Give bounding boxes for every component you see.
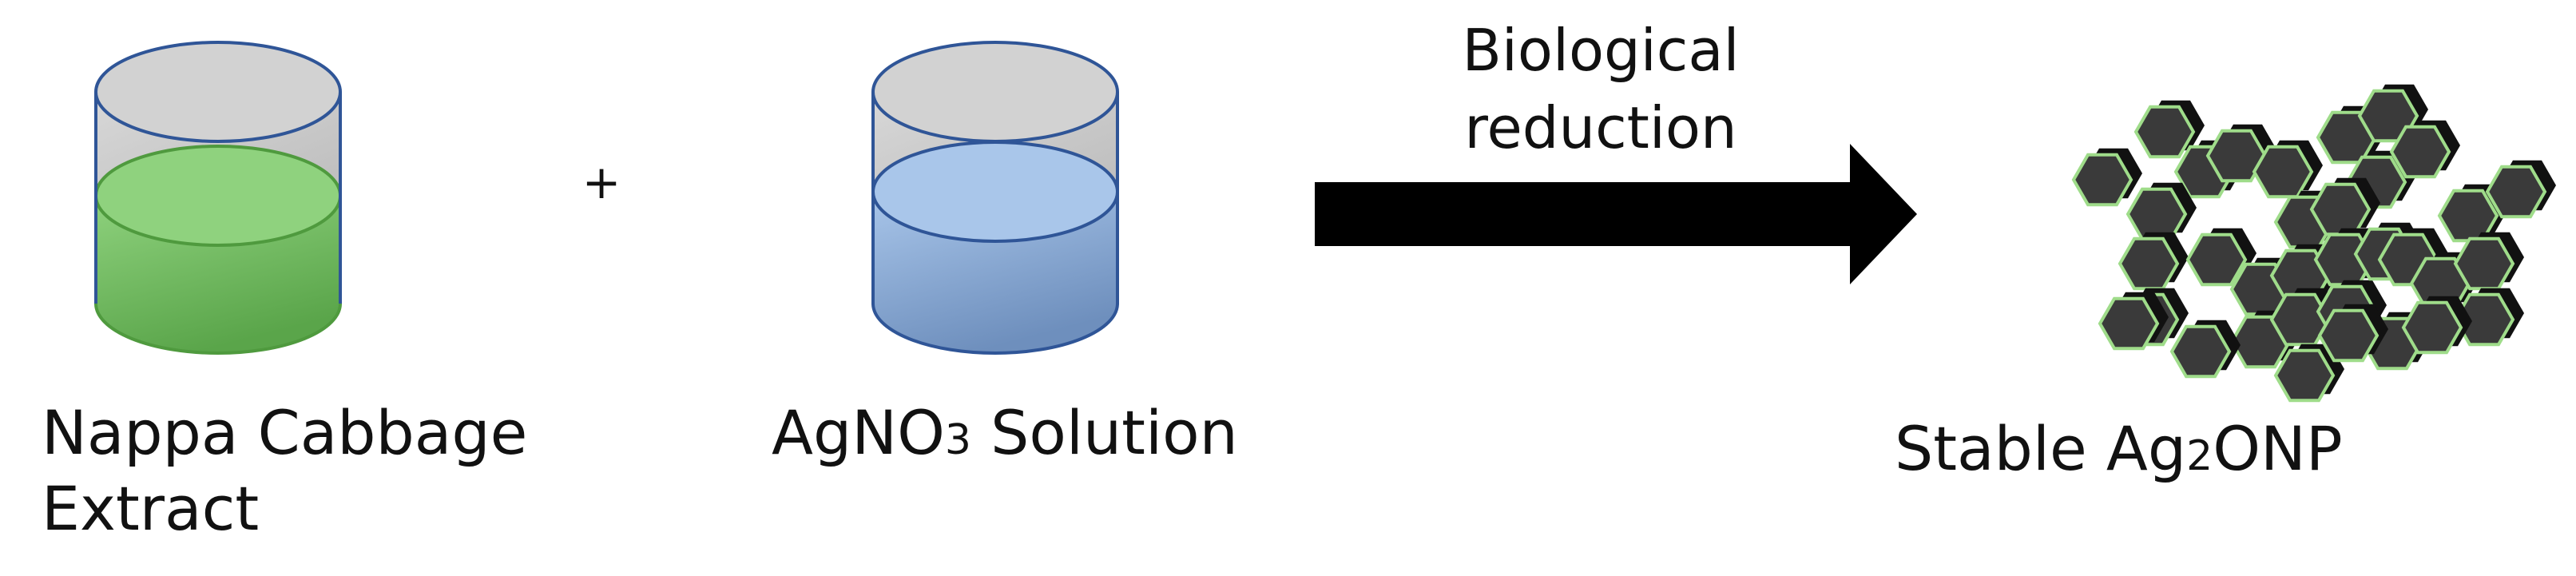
arrow-label-line2: reduction: [1464, 94, 1737, 161]
nanoparticle: [2309, 177, 2380, 236]
nanoparticle: [2317, 304, 2388, 363]
silver-nitrate-label-rest: Solution: [971, 397, 1238, 468]
nanoparticle-face: [2098, 296, 2160, 351]
nanoparticle: [2401, 296, 2472, 355]
nanoparticle-face: [2125, 187, 2188, 241]
nanoparticle: [2071, 148, 2142, 207]
nanoparticle: [2485, 160, 2556, 219]
product-label-rest: ONP: [2213, 413, 2343, 484]
nanoparticle: [2133, 100, 2205, 159]
product-label-base: Stable Ag: [1895, 413, 2186, 484]
nanoparticle: [2185, 228, 2256, 287]
silver-nitrate-beaker: [871, 41, 1119, 355]
nanoparticle-face: [2273, 348, 2336, 403]
reaction-arrow: [1315, 144, 1917, 284]
nanoparticle: [2357, 84, 2428, 143]
nanoparticle-face: [2309, 182, 2372, 236]
silver-nitrate-label: AgNO3 Solution: [772, 397, 1238, 468]
product-label: Stable Ag2ONP: [1895, 413, 2343, 484]
cabbage-extract-beaker: [94, 41, 342, 355]
plus-sign: +: [582, 155, 621, 209]
nanoparticle: [2118, 232, 2189, 291]
nanoparticle-face: [2453, 236, 2515, 291]
nanoparticle-face: [2118, 236, 2180, 291]
nanoparticle-face: [2389, 125, 2451, 179]
silver-nitrate-label-base: AgNO: [772, 397, 945, 468]
nanoparticle-face: [2205, 129, 2268, 183]
nanoparticle-face: [2252, 145, 2314, 199]
cabbage-label-line1: Nappa Cabbage: [42, 397, 527, 468]
nanoparticle: [2169, 320, 2241, 379]
nanoparticle-cluster: [2071, 84, 2556, 403]
nanoparticle-face: [2169, 324, 2232, 379]
nanoparticle-face: [2071, 153, 2133, 207]
product-label-subscript: 2: [2186, 432, 2213, 480]
nanoparticle: [2389, 120, 2460, 179]
nanoparticle-face: [2485, 165, 2547, 219]
nanoparticle-face: [2317, 308, 2380, 363]
nanoparticle: [2453, 232, 2524, 291]
nanoparticle: [2252, 140, 2323, 199]
nanoparticle-face: [2185, 232, 2248, 287]
arrow-label-line1: Biological: [1463, 17, 1740, 84]
nanoparticle-face: [2133, 105, 2196, 159]
nanoparticle: [2098, 292, 2169, 351]
silver-nitrate-label-subscript: 3: [945, 416, 971, 464]
nanoparticle-face: [2401, 300, 2463, 355]
nanoparticle: [2125, 182, 2197, 241]
cabbage-label-line2: Extract: [42, 473, 259, 544]
